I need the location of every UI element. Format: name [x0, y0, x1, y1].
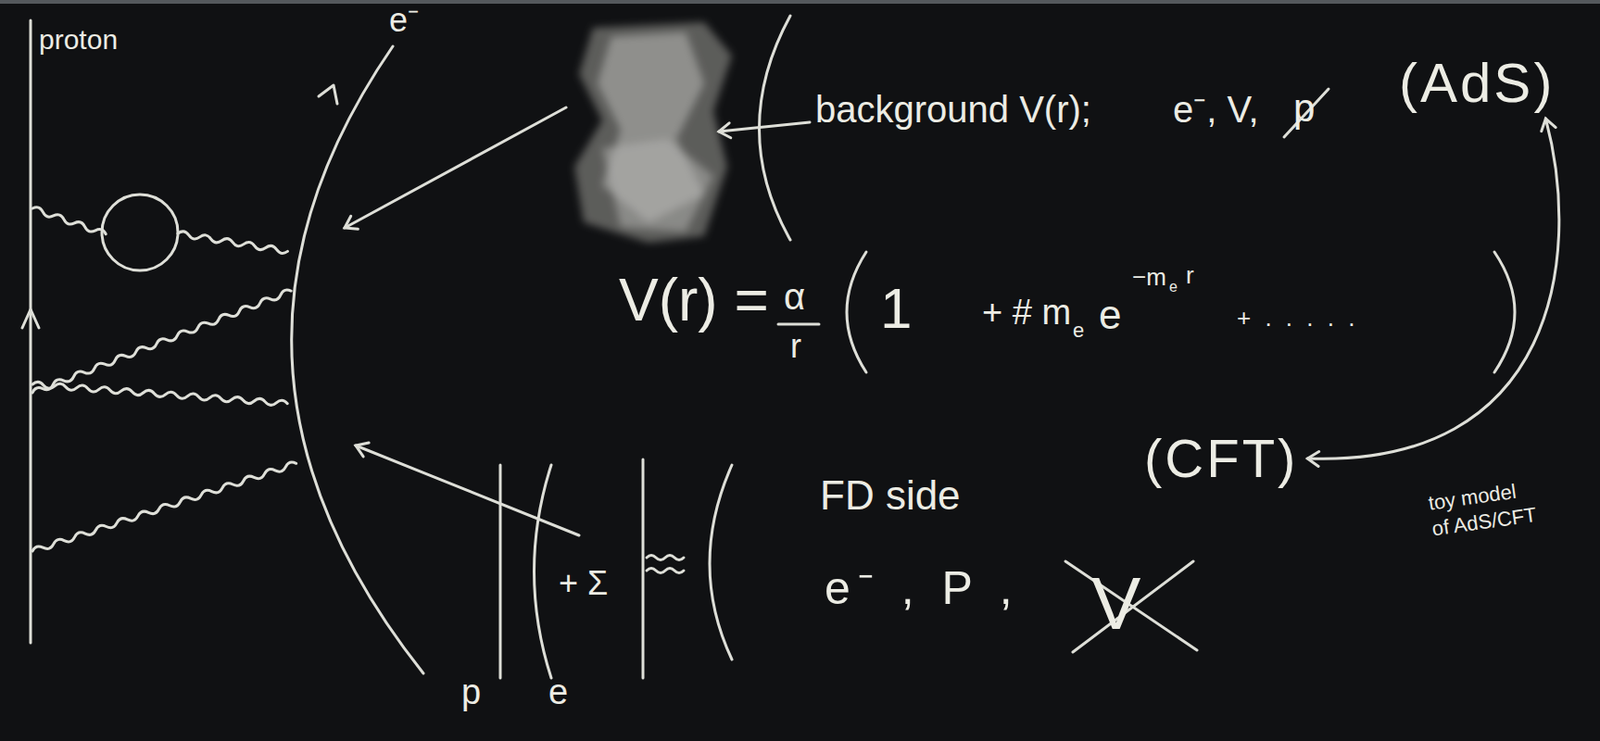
photon-line [31, 205, 107, 237]
formula-term: V(r) = [618, 270, 769, 330]
photon-line [646, 555, 684, 561]
proton-line [499, 465, 503, 679]
formula-term: e [1098, 294, 1122, 336]
formula-term: α [783, 277, 806, 315]
electron-line [534, 465, 553, 679]
photon-line [31, 288, 292, 396]
particle-name: p [461, 674, 481, 710]
note-text: background V(r); [815, 90, 1092, 128]
superscript: −m [1132, 264, 1167, 290]
note-text: e⁻ , P , [824, 565, 1021, 612]
bracket [846, 251, 867, 373]
theory-name: (CFT) [1144, 431, 1298, 486]
arrow [355, 445, 580, 536]
smudge-patch [574, 22, 732, 243]
bracket [1494, 251, 1515, 373]
particle-name: e [548, 674, 568, 710]
formula-term: + Σ [558, 566, 608, 601]
proton-line [642, 459, 645, 679]
electron-line [709, 465, 732, 660]
double-arrow [1307, 118, 1559, 459]
side-note: toy model of AdS/CFT [1426, 476, 1543, 542]
proton-line [29, 20, 33, 643]
superscript: r [1185, 263, 1195, 288]
theory-name: (AdS) [1398, 55, 1555, 112]
arrow-mark [318, 85, 338, 104]
theory-label: (CFT) [1140, 428, 1302, 490]
particle-name: e⁻ [389, 3, 419, 38]
particle-name: proton [38, 25, 118, 54]
subscript: e [1072, 320, 1084, 341]
cross-out [1284, 88, 1329, 138]
photon-line [177, 230, 289, 254]
subscript: e [1169, 279, 1178, 295]
cross-out [1072, 561, 1194, 653]
crossed-symbol: p [1293, 88, 1315, 128]
formula-term: + # m [982, 294, 1071, 330]
fraction-bar [778, 323, 819, 327]
note-text: FD side [819, 475, 961, 517]
board-frame [0, 0, 1600, 4]
loop-circle [101, 194, 178, 271]
formula-term: 1 [880, 279, 912, 338]
smudge-patch [602, 138, 714, 232]
theory-label: (AdS) [1395, 51, 1559, 115]
photon-line [32, 381, 289, 407]
crossed-symbol: V [1091, 566, 1141, 642]
arrow [718, 122, 810, 132]
photon-line [31, 460, 298, 554]
formula-term: + . . . . . [1236, 305, 1359, 330]
erased-smudge [574, 22, 732, 243]
photon-line [646, 568, 684, 574]
arrow-mark [22, 309, 39, 328]
electron-line [291, 46, 424, 674]
note-text: e⁻, V, [1172, 90, 1260, 128]
arrow [344, 107, 567, 228]
formula-term: r [790, 329, 802, 364]
